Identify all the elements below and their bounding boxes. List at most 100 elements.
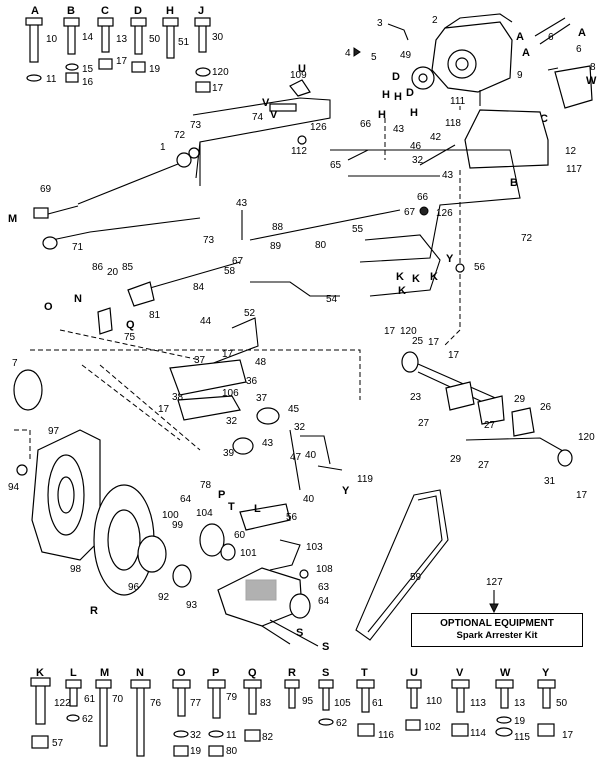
part-callout-label: 49 [400,50,412,61]
part-callout-label: 11 [46,74,57,85]
part-outline [47,163,179,215]
part-outline [243,679,262,689]
part-callout-label: 19 [190,746,202,757]
part-callout-label: 17 [562,730,574,741]
part-callout-label: 26 [540,402,552,413]
part-callout-label: 118 [445,118,461,129]
part-callout-label: 61 [372,698,384,709]
letter-key-label: S [296,627,303,639]
part-outline [269,539,301,571]
part-outline [317,465,343,471]
part-callout-label: 45 [288,404,300,415]
frame-assembly: 12 117 118 B 109 U 74 V V 43 66 126 112 … [192,63,582,346]
part-callout-label: 40 [305,450,317,461]
part-outline [297,135,307,145]
part-callout-label: 108 [316,564,333,575]
rim-icon [137,535,167,573]
drive-belt: 59 [355,489,449,641]
bolt-icon [35,683,46,725]
letter-key-label: U [410,667,418,679]
letter-key-label: Y [542,667,550,679]
part-outline [192,97,331,179]
spark-arrester-kit-label: Spark Arrester Kit [456,630,538,641]
nut-icon [31,735,49,749]
letter-key-label: R [90,605,98,617]
part-callout-label: 83 [260,698,272,709]
part-callout-label: 37 [256,393,268,404]
part-callout-label: 59 [410,572,422,583]
part-outline [367,495,443,633]
bolt-icon [134,23,143,55]
part-callout-label: 80 [315,240,327,251]
part-outline [406,679,422,689]
part-callout-label: 58 [224,266,236,277]
part-callout-label: 96 [128,582,140,593]
part-outline [444,106,461,346]
part-callout-label: 27 [484,420,496,431]
part-callout-label: 73 [203,235,215,246]
part-callout-label: 65 [330,160,342,171]
part-callout-label: 43 [262,438,274,449]
part-outline [95,679,112,689]
axle-bracket-icon [445,381,475,411]
nut-icon [98,58,113,70]
part-callout-label: 48 [255,357,267,368]
part-callout-label: 120 [400,326,417,337]
part-callout-label: 77 [190,698,202,709]
part-callout-label: 2 [432,15,438,26]
hw-key-D: D [134,5,142,17]
part-outline [356,679,375,689]
letter-key-label: C [540,113,548,125]
letter-key-label: A [516,31,524,43]
part-callout-label: 112 [291,146,307,157]
part-callout-label: 116 [378,730,394,741]
letter-key-label: U [298,63,306,75]
letter-key-label: S [322,667,329,679]
part-outline [173,730,189,738]
nut-icon [65,72,79,83]
part-outline [496,716,512,724]
pulley-icon [557,449,573,467]
part-outline [387,23,409,41]
bolt-icon [288,685,296,709]
hardware-key-top: A 10 11 B 14 15 16 C 13 17 D 50 19 H 51 [25,5,229,94]
part-callout-label: 17 [384,326,396,337]
part-callout-label: 100 [162,510,179,521]
part-callout-label: 114 [470,728,486,739]
bolt-head-icon [63,17,80,27]
wheel-transaxle-assembly: 7 97 94 98 96 R 92 93 100 99 64 104 78 P… [8,358,333,653]
part-callout-label: 10 [46,34,58,45]
pulley-icon [232,437,254,455]
nut-icon [195,81,211,93]
part-outline [220,543,236,561]
letter-key-label: R [288,667,296,679]
bolt-icon [69,685,78,707]
part-callout-label: 20 [107,267,119,278]
letter-key-label: K [398,285,406,297]
part-callout-label: 46 [410,141,422,152]
part-callout-label: 29 [514,394,526,405]
knob-icon [42,236,58,250]
part-callout-label: 79 [226,692,238,703]
part-outline [97,307,113,335]
part-callout-label: 38 [172,392,184,403]
pulley-icon [289,593,311,619]
letter-key-label: D [406,87,414,99]
optional-equipment-box: OPTIONAL EQUIPMENT Spark Arrester Kit [411,613,583,647]
bolt-icon [322,685,330,711]
part-callout-label: 16 [82,77,94,88]
bolt-head-icon [194,17,211,27]
bolt-icon [456,685,465,713]
part-callout-label: 82 [262,732,274,743]
part-callout-label: 66 [360,119,372,130]
part-outline [130,679,151,689]
bolt-icon [67,23,76,55]
letter-key-label: N [136,667,144,679]
part-callout-label: 61 [84,694,96,705]
part-callout-label: 60 [234,530,246,541]
part-outline [347,149,400,161]
part-callout-label: 127 [486,577,503,588]
letter-key-label: Q [126,319,135,331]
letter-key-label: H [410,107,418,119]
hubcap-icon [13,369,43,411]
